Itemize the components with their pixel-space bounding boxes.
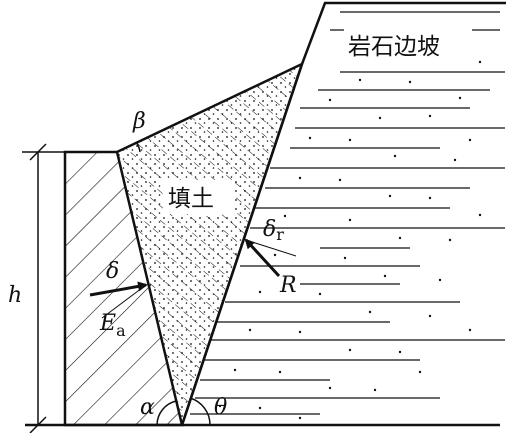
ea-subscript: a (116, 321, 126, 340)
ea-arrow (89, 281, 148, 297)
delta-label: δ (106, 259, 119, 284)
alpha-arc (156, 400, 177, 426)
rock-strata (190, 11, 505, 415)
fill-soil-label: 填土 (168, 186, 214, 212)
r-reference-line (245, 239, 297, 257)
ea-reference-line (101, 284, 147, 319)
r-label: R (279, 273, 297, 298)
ea-symbol: E (99, 311, 116, 336)
theta-arc (189, 397, 211, 426)
ea-label: Ea (99, 311, 126, 340)
alpha-label: α (140, 395, 155, 420)
r-arrow (244, 238, 281, 278)
rock-slope-face (180, 1, 506, 426)
h-label: h (8, 283, 22, 308)
beta-arc (135, 141, 141, 153)
rock-slope-label: 岩石边坡 (348, 34, 440, 60)
height-dimension (22, 143, 65, 433)
beta-label: β (132, 109, 146, 134)
theta-label: θ (214, 395, 227, 420)
rock-dots (218, 60, 482, 420)
delta-r-label: δr (263, 217, 284, 244)
delta-r-subscript: r (276, 225, 284, 244)
delta-r-symbol: δ (263, 217, 276, 242)
fill-soil-dots (117, 64, 302, 425)
